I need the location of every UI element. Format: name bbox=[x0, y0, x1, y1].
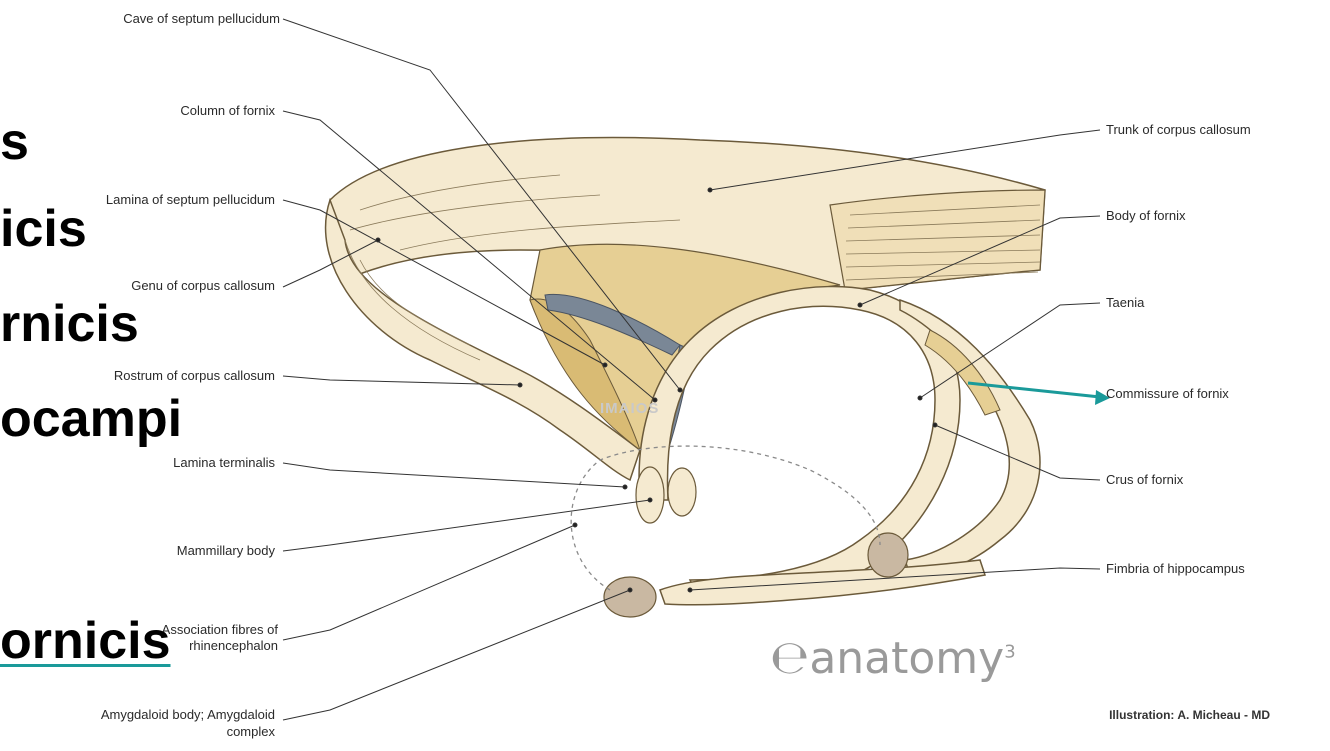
column-fornix-left bbox=[636, 467, 664, 523]
uncus-body bbox=[868, 533, 908, 577]
label-amygdaloid-1: Amygdaloid body; Amygdaloid bbox=[101, 707, 275, 722]
corpus-callosum-cut-face bbox=[830, 190, 1045, 290]
label-body-fornix: Body of fornix bbox=[1106, 208, 1186, 223]
leader-dot bbox=[603, 363, 607, 367]
logo-sup: 3 bbox=[1004, 641, 1015, 662]
label-commissure: Commissure of fornix bbox=[1106, 386, 1229, 401]
leader-line bbox=[283, 525, 575, 640]
label-trunk: Trunk of corpus callosum bbox=[1106, 122, 1251, 137]
logo-text: anatomy bbox=[809, 633, 1004, 684]
illustration-credit: Illustration: A. Micheau - MD bbox=[1109, 708, 1270, 722]
leader-dot bbox=[688, 588, 692, 592]
leader-line bbox=[283, 463, 625, 487]
overlay-ornicis[interactable]: ornicis bbox=[0, 615, 171, 667]
leader-dot bbox=[933, 423, 937, 427]
overlay-icis: icis bbox=[0, 203, 87, 255]
label-column-fornix: Column of fornix bbox=[180, 103, 275, 118]
leader-line bbox=[283, 590, 630, 720]
leader-dot bbox=[858, 303, 862, 307]
label-amygdaloid-2: complex bbox=[227, 724, 275, 739]
label-lamina-septum: Lamina of septum pellucidum bbox=[106, 192, 275, 207]
label-rostrum: Rostrum of corpus callosum bbox=[114, 368, 275, 383]
leader-dot bbox=[573, 523, 577, 527]
leader-line bbox=[283, 500, 650, 551]
label-cave-septum: Cave of septum pellucidum bbox=[123, 11, 280, 26]
leader-dot bbox=[708, 188, 712, 192]
leader-dot bbox=[518, 383, 522, 387]
column-fornix-right bbox=[668, 468, 696, 516]
leader-dot bbox=[376, 238, 380, 242]
leader-dot bbox=[678, 388, 682, 392]
leader-dot bbox=[628, 588, 632, 592]
imaios-watermark: IMAIOS bbox=[600, 400, 659, 417]
anatomy-logo: ℮anatomy3 bbox=[770, 630, 1016, 684]
leader-dot bbox=[623, 485, 627, 489]
leader-dot bbox=[918, 396, 922, 400]
overlay-rnicis: rnicis bbox=[0, 298, 139, 350]
label-fimbria: Fimbria of hippocampus bbox=[1106, 561, 1245, 576]
label-genu: Genu of corpus callosum bbox=[131, 278, 275, 293]
logo-mark-icon: ℮ bbox=[770, 630, 809, 684]
label-lamina-terminalis: Lamina terminalis bbox=[173, 455, 275, 470]
label-crus: Crus of fornix bbox=[1106, 472, 1183, 487]
overlay-s: s bbox=[0, 116, 29, 168]
label-taenia: Taenia bbox=[1106, 295, 1144, 310]
overlay-ocampi: ocampi bbox=[0, 393, 182, 445]
leader-dot bbox=[648, 498, 652, 502]
label-mammillary: Mammillary body bbox=[177, 543, 275, 558]
